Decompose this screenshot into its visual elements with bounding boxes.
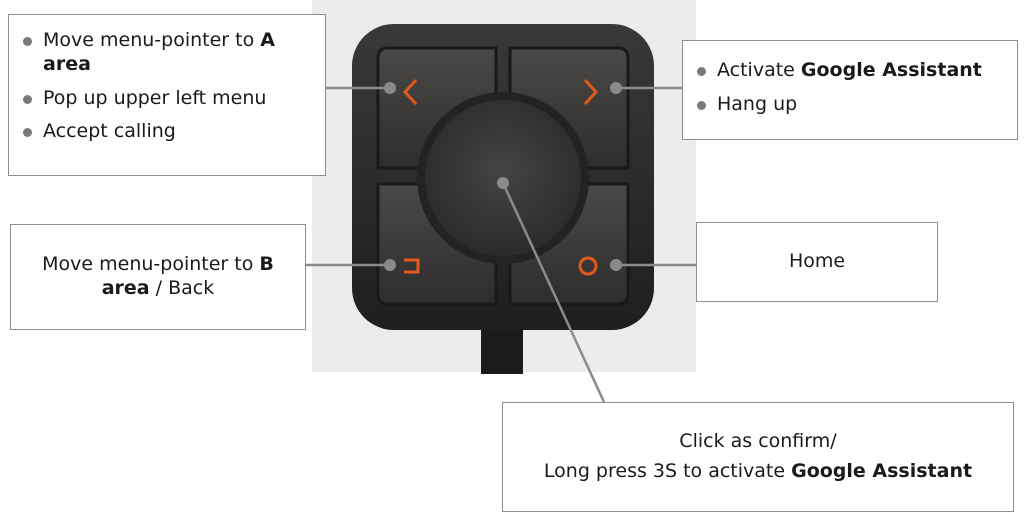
connector-dot bbox=[384, 82, 396, 94]
connector-dot bbox=[384, 259, 396, 271]
callout-right-top: Activate Google Assistant Hang up bbox=[682, 40, 1018, 140]
callout-text: Click as confirm/ Long press 3S to activ… bbox=[543, 430, 973, 482]
chevron-left-icon bbox=[402, 78, 418, 106]
connector-dot bbox=[610, 82, 622, 94]
connector-dot bbox=[497, 177, 509, 189]
callout-list: Activate Google Assistant Hang up bbox=[693, 59, 1007, 117]
callout-text: Move menu-pointer to B area / Back bbox=[42, 253, 274, 299]
callout-item: Hang up bbox=[693, 93, 1007, 117]
callout-list: Move menu-pointer to A area Pop up upper… bbox=[19, 29, 315, 144]
connector-dot bbox=[610, 259, 622, 271]
callout-item: Move menu-pointer to A area bbox=[19, 29, 315, 77]
callout-left-top: Move menu-pointer to A area Pop up upper… bbox=[8, 14, 326, 176]
callout-left-bottom: Move menu-pointer to B area / Back bbox=[10, 224, 306, 330]
callout-item: Activate Google Assistant bbox=[693, 59, 1007, 83]
callout-item: Accept calling bbox=[19, 120, 315, 144]
circle-icon bbox=[578, 256, 598, 276]
connector-center bbox=[501, 182, 606, 403]
callout-item: Pop up upper left menu bbox=[19, 87, 315, 111]
callout-right-bottom: Home bbox=[696, 222, 938, 302]
callout-center: Click as confirm/ Long press 3S to activ… bbox=[502, 402, 1014, 512]
chevron-right-icon bbox=[583, 78, 599, 106]
back-icon bbox=[404, 258, 420, 274]
callout-text: Home bbox=[788, 250, 846, 273]
